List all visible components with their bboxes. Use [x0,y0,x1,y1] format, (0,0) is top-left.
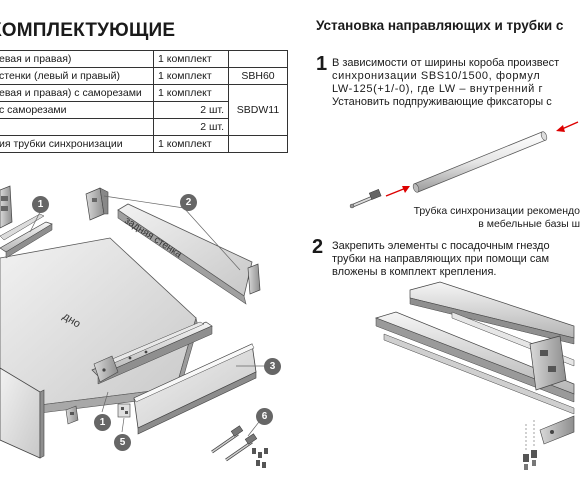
callout-leaders [29,195,264,437]
callout-5: 5 [114,434,131,451]
step-line: вложены в комплект крепления. [332,266,497,278]
back-wall-panel [117,203,253,305]
right-runner-rail [91,321,213,385]
step-line: Установить подпруживающие фиксаторы с [332,96,552,108]
tube-caption: Трубка синхронизации рекомендо в мебельн… [414,205,580,231]
step-line: LW-125(+1/-0), где LW – внутренний г [332,83,544,95]
sync-fixator [349,189,382,209]
part-qty: 1 комплект [153,135,229,153]
step-2-text: Закрепить элементы с посадочным гнездо т… [332,240,550,279]
side-wall-panel [133,343,257,435]
table-row: стенки (левый и правый) 1 комплект SBH60 [0,67,288,85]
callout-6: 6 [256,408,273,425]
sync-pin [225,433,258,462]
back-wall-bracket [247,263,261,295]
part-code: SBH60 [228,67,288,85]
front-panel [0,367,45,459]
front-bracket-part [117,403,131,418]
table-row: ия трубки синхронизации 1 комплект [0,135,288,153]
step-1-text: В зависимости от ширины короба произвест… [332,57,559,109]
left-runner-rail [0,213,53,259]
red-arrow-left [385,186,410,197]
callout-2: 2 [180,194,197,211]
red-arrow-right [556,121,579,132]
part-name: ия трубки синхронизации [0,135,154,153]
part-name: евая и правая) с саморезами [0,84,154,102]
mounting-screws [523,420,537,470]
mounting-clip [65,405,79,425]
part-code [228,135,288,153]
sync-pin [211,425,244,454]
step-line: Закрепить элементы с посадочным гнездо [332,240,550,252]
rail-end-bracket [0,185,13,229]
step-line: В зависимости от ширины короба произвест [332,57,560,69]
step-number: 1 [316,53,328,75]
caption-line: Трубка синхронизации рекомендо [413,205,580,217]
step-number: 2 [312,236,324,258]
runner-rail-assembly [374,281,575,445]
step-line: синхронизации SBS10/1500, формул [332,70,541,82]
callout-3: 3 [264,358,281,375]
callout-1-lower: 1 [94,414,111,431]
table-row: евая и правая) 1 комплект [0,50,288,68]
back-wall-bracket [85,187,109,221]
caption-line: в мебельные базы ш [478,218,580,230]
section-title-installation: Установка направляющих и трубки с [316,18,564,33]
section-title-components: КОМПЛЕКТУЮЩИЕ [0,20,176,41]
components-table: евая и правая) 1 комплект стенки (левый … [0,50,288,153]
screw-set [252,448,268,468]
step-line: трубки на направляющих при помощи сам [332,253,550,265]
part-qty: 1 комплект [153,84,229,102]
sync-tube [412,131,548,193]
callout-1: 1 [32,196,49,213]
